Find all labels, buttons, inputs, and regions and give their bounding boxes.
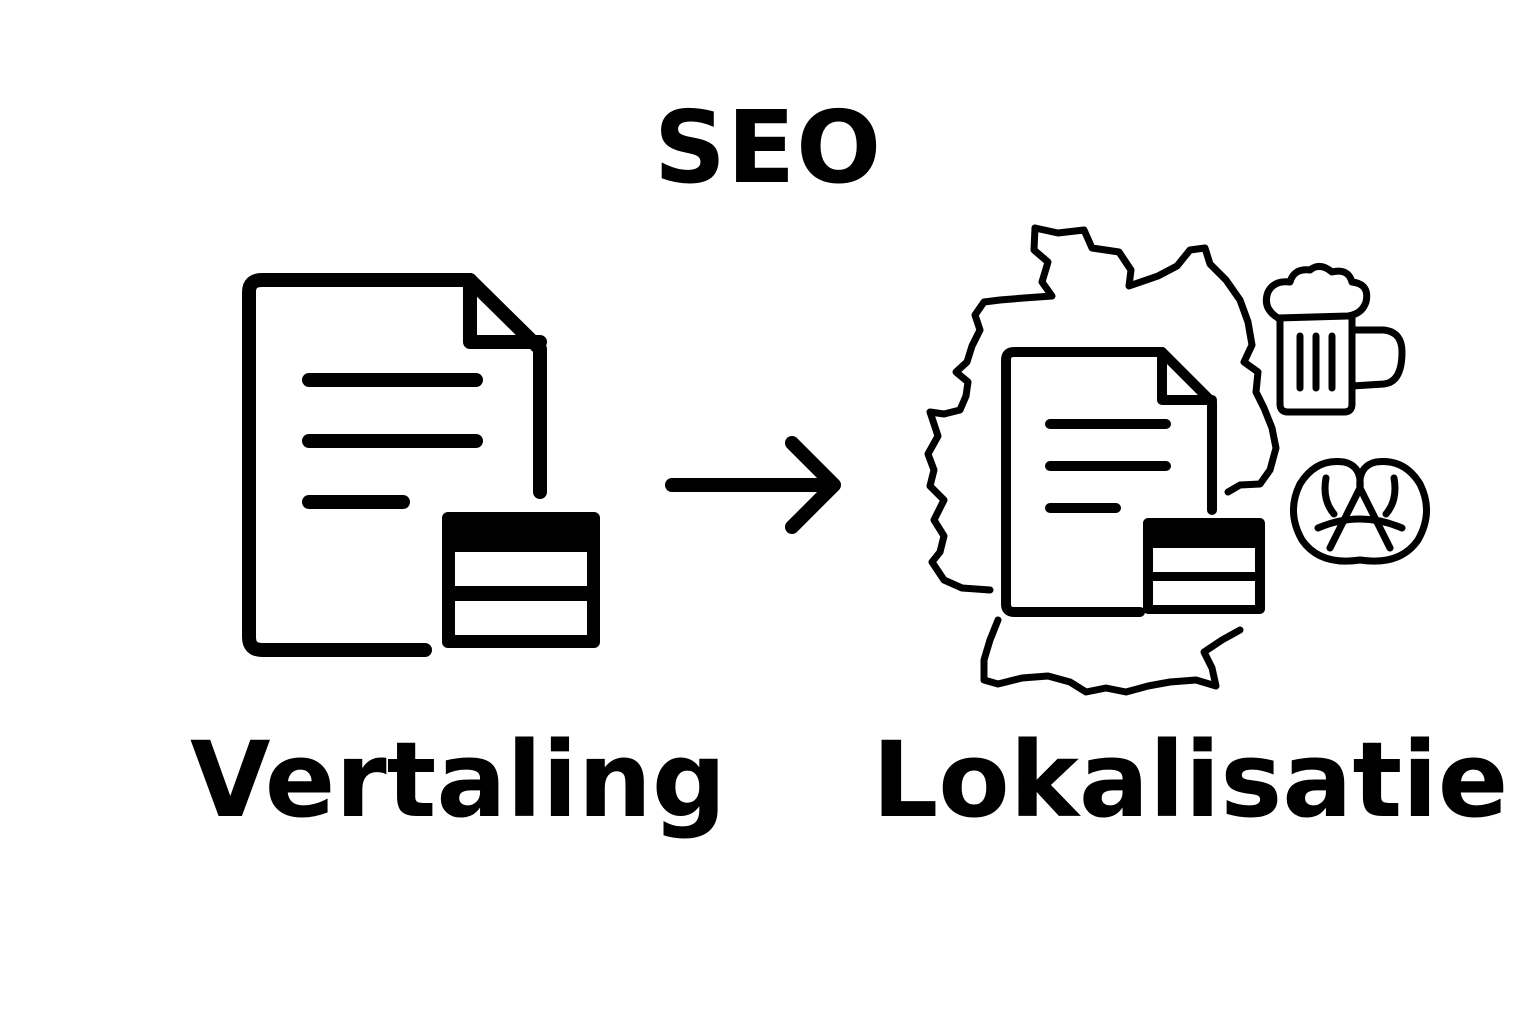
source-document-fold <box>463 273 547 349</box>
pretzel-icon <box>1290 457 1430 565</box>
source-document-icon <box>242 273 547 657</box>
localized-document-page <box>1001 347 1217 617</box>
arrow-right-icon <box>665 436 841 534</box>
localized-document-fold <box>1157 347 1217 405</box>
localization-label: Lokalisatie <box>872 719 1509 841</box>
germany-map-outline-icon <box>980 616 1244 696</box>
beer-mug-body <box>1276 314 1356 416</box>
beer-mug-handle <box>1348 326 1406 390</box>
translation-label: Vertaling <box>190 719 727 841</box>
germany-map-outline-icon <box>924 224 1056 594</box>
beer-mug-icon <box>1262 263 1406 416</box>
localized-flag-icon <box>1143 518 1265 614</box>
localized-document-icon <box>1001 347 1217 617</box>
source-flag-icon <box>442 512 600 648</box>
beer-mug-foam <box>1262 263 1371 322</box>
diagram-title: SEO <box>653 89 883 206</box>
germany-map-outline-icon <box>1031 224 1280 496</box>
source-document-page <box>242 273 547 657</box>
